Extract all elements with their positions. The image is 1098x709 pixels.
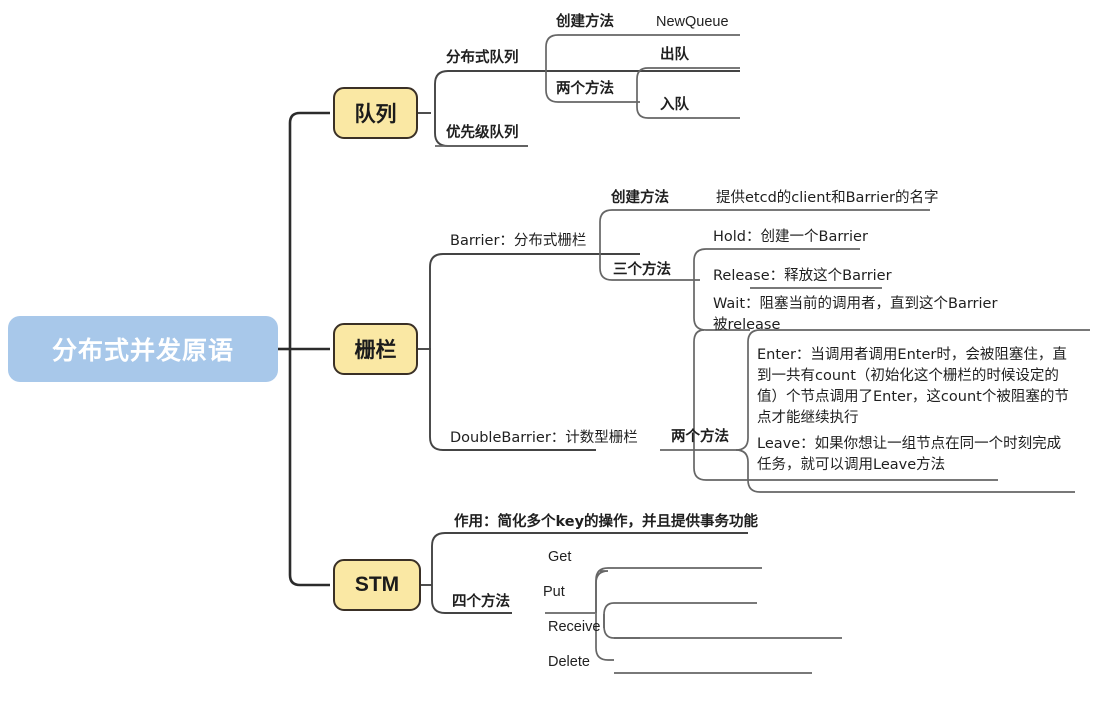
branch-node-stm[interactable]: STM (333, 559, 421, 611)
wire-four-inner-a (603, 602, 615, 628)
leaf-newqueue[interactable]: NewQueue (656, 8, 729, 33)
leaf-queue-create-method[interactable]: 创建方法 (556, 8, 614, 33)
wire-four-inner-b (603, 614, 640, 639)
leaf-stm-receive[interactable]: Receive (548, 613, 600, 638)
leaf-stm-put-label: Put (543, 583, 565, 600)
leaf-barrier-create-method[interactable]: 创建方法 (611, 184, 669, 209)
branch-node-queue-label: 队列 (354, 102, 397, 126)
root-node-label: 分布式并发原语 (51, 336, 234, 365)
wire-barrier-fork (429, 253, 596, 451)
leaf-barrier-release[interactable]: Release：释放这个Barrier (713, 262, 892, 287)
leaf-dequeue-label: 出队 (660, 46, 689, 63)
leaf-stm-delete-label: Delete (548, 653, 590, 670)
leaf-barrier-wait[interactable]: Wait：阻塞当前的调用者，直到这个Barrier被release (713, 294, 1001, 336)
leaf-stm-get-label: Get (548, 548, 572, 565)
leaf-doublebarrier-leave[interactable]: Leave：如果你想让一组节点在同一个时刻完成任务，就可以调用Leave方法 (757, 434, 1067, 476)
leaf-barrier-three-methods[interactable]: 三个方法 (613, 256, 671, 281)
leaf-doublebarrier-label: DoubleBarrier：计数型栅栏 (450, 429, 638, 446)
leaf-stm-receive-label: Receive (548, 618, 601, 635)
leaf-doublebarrier-leave-label: Leave：如果你想让一组节点在同一个时刻完成任务，就可以调用Leave方法 (757, 436, 1062, 474)
leaf-barrier-hold[interactable]: Hold：创建一个Barrier (713, 223, 868, 248)
wire-main-trunk (288, 111, 330, 587)
leaf-stm-four-methods-label: 四个方法 (452, 593, 510, 610)
leaf-barrier-dist[interactable]: Barrier：分布式栅栏 (450, 226, 586, 252)
leaf-queue-create-method-label: 创建方法 (556, 13, 614, 30)
leaf-priority-queue[interactable]: 优先级队列 (446, 119, 519, 144)
leaf-stm-put[interactable]: Put (543, 578, 565, 603)
leaf-doublebarrier[interactable]: DoubleBarrier：计数型栅栏 (450, 423, 638, 449)
leaf-doublebarrier-enter[interactable]: Enter：当调用者调用Enter时，会被阻塞住，直到一共有count（初始化这… (757, 345, 1075, 429)
leaf-stm-four-methods[interactable]: 四个方法 (452, 588, 510, 613)
leaf-stm-purpose-label: 作用：简化多个key的操作，并且提供事务功能 (454, 513, 759, 530)
branch-node-barrier[interactable]: 栅栏 (333, 323, 418, 375)
leaf-stm-purpose[interactable]: 作用：简化多个key的操作，并且提供事务功能 (454, 508, 758, 533)
leaf-enqueue-label: 入队 (660, 96, 689, 113)
leaf-barrier-hold-label: Hold：创建一个Barrier (713, 228, 868, 245)
leaf-doublebarrier-enter-label: Enter：当调用者调用Enter时，会被阻塞住，直到一共有count（初始化这… (757, 347, 1069, 427)
leaf-distributed-queue[interactable]: 分布式队列 (446, 44, 519, 69)
leaf-queue-two-methods-label: 两个方法 (556, 80, 614, 97)
leaf-queue-two-methods[interactable]: 两个方法 (556, 75, 614, 100)
leaf-stm-delete[interactable]: Delete (548, 648, 590, 673)
leaf-barrier-three-methods-label: 三个方法 (613, 261, 671, 278)
branch-node-queue[interactable]: 队列 (333, 87, 418, 139)
leaf-barrier-release-label: Release：释放这个Barrier (713, 267, 892, 284)
leaf-barrier-create-method-label: 创建方法 (611, 189, 669, 206)
leaf-barrier-create-detail-label: 提供etcd的client和Barrier的名字 (716, 189, 939, 206)
leaf-barrier-dist-label: Barrier：分布式栅栏 (450, 232, 587, 249)
leaf-barrier-wait-label: Wait：阻塞当前的调用者，直到这个Barrier被release (713, 296, 998, 334)
leaf-priority-queue-label: 优先级队列 (446, 124, 519, 141)
root-node[interactable]: 分布式并发原语 (8, 316, 278, 382)
wire-noop-e (595, 570, 609, 613)
leaf-distributed-queue-label: 分布式队列 (446, 49, 519, 66)
leaf-enqueue[interactable]: 入队 (660, 91, 689, 116)
branch-node-stm-label: STM (354, 573, 400, 596)
leaf-barrier-create-detail[interactable]: 提供etcd的client和Barrier的名字 (716, 184, 939, 209)
leaf-doublebarrier-two-methods[interactable]: 两个方法 (671, 423, 729, 448)
leaf-dequeue[interactable]: 出队 (660, 41, 689, 66)
leaf-stm-get[interactable]: Get (548, 543, 571, 568)
leaf-doublebarrier-two-methods-label: 两个方法 (671, 428, 729, 445)
branch-node-barrier-label: 栅栏 (354, 338, 397, 362)
leaf-newqueue-label: NewQueue (656, 13, 729, 30)
